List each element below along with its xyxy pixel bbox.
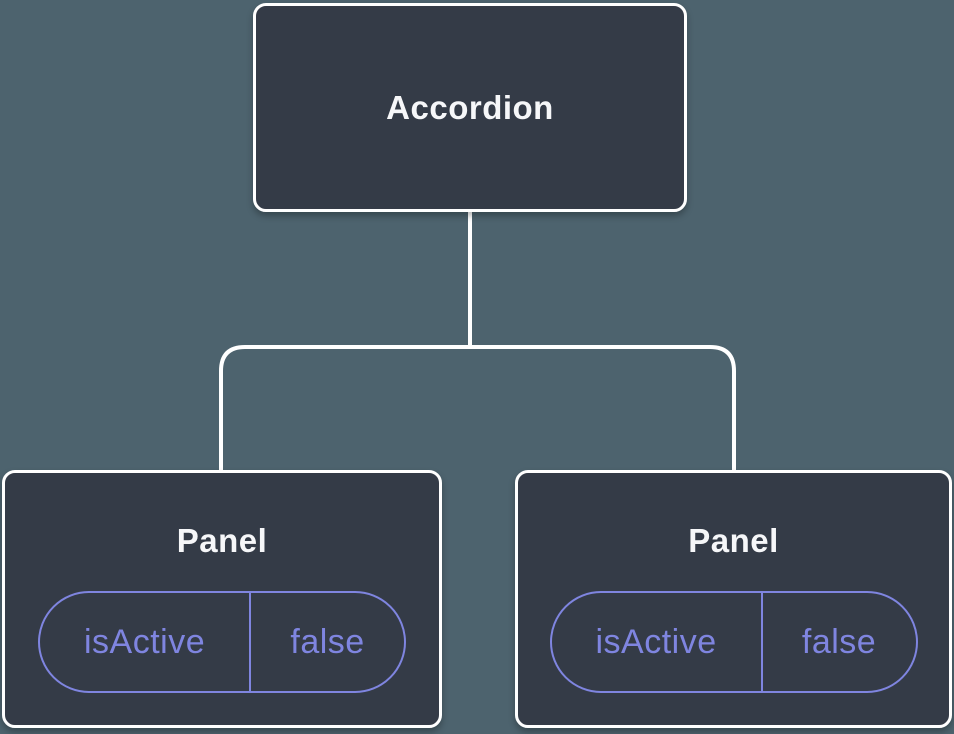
state-value: false	[801, 622, 877, 661]
connector-bracket	[219, 345, 736, 472]
accordion-node: Accordion	[253, 3, 687, 212]
state-key: isActive	[40, 593, 252, 691]
state-key: isActive	[552, 593, 763, 691]
panel-node-right: Panel isActive false	[515, 470, 952, 728]
accordion-node-label: Accordion	[386, 88, 554, 126]
panel-node-label: Panel	[176, 522, 268, 559]
state-pill: isActive false	[549, 591, 918, 693]
state-pill: isActive false	[38, 591, 406, 693]
panel-node-left: Panel isActive false	[2, 470, 442, 728]
panel-node-label: Panel	[688, 522, 779, 559]
state-value: false	[290, 622, 365, 661]
